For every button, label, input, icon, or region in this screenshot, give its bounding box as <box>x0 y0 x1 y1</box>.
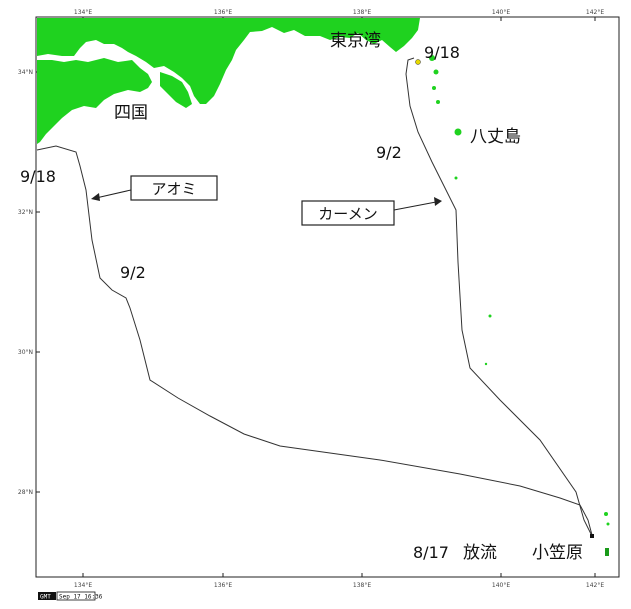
ogasawara-island <box>605 548 609 556</box>
track-aomi <box>36 145 593 536</box>
island <box>454 176 458 180</box>
hachijojima-label: 八丈島 <box>470 127 521 147</box>
left-tick-labels: 34°N 32°N 30°N 28°N <box>18 69 33 496</box>
carmen-date-start: 9/18 <box>424 43 460 62</box>
top-tick-label: 134°E <box>74 9 92 16</box>
shikoku-label: 四国 <box>114 103 148 123</box>
left-tick-label: 30°N <box>18 349 33 356</box>
tokyo-bay-marker <box>415 59 421 65</box>
release-text: 放流 <box>463 543 497 563</box>
shikoku-landmass <box>37 58 152 144</box>
island <box>433 69 439 75</box>
island <box>604 512 608 516</box>
land-masses <box>37 18 610 556</box>
bottom-tick-label: 140°E <box>492 582 510 589</box>
aomi-callout: アオミ <box>91 175 218 201</box>
carmen-label: カーメン <box>318 205 377 223</box>
left-tick-label: 34°N <box>18 69 33 76</box>
gmt-stamp: GMT Sep 17 16:36 <box>38 591 103 601</box>
kii-landmass <box>160 72 192 108</box>
island <box>488 314 492 318</box>
map-frame <box>35 16 620 578</box>
carmen-date-mid: 9/2 <box>376 143 402 162</box>
track-carmen <box>405 57 593 537</box>
top-tick-labels: 134°E 136°E 138°E 140°E 142°E <box>74 9 604 16</box>
aomi-label: アオミ <box>151 180 196 198</box>
honshu-landmass <box>37 18 420 104</box>
bottom-tick-labels: 134°E 136°E 138°E 140°E 142°E <box>74 582 604 589</box>
top-tick-label: 136°E <box>214 9 232 16</box>
top-tick-label: 140°E <box>492 9 510 16</box>
carmen-callout: カーメン <box>301 197 442 226</box>
gmt-stamp-time: Sep 17 16:36 <box>59 594 103 601</box>
bottom-tick-label: 134°E <box>74 582 92 589</box>
island <box>429 55 435 61</box>
aomi-date-start: 9/18 <box>20 167 56 186</box>
bottom-tick-label: 136°E <box>214 582 232 589</box>
left-tick-label: 28°N <box>18 489 33 496</box>
island <box>606 522 610 526</box>
hachijojima-island <box>454 128 462 136</box>
release-point-marker <box>590 534 594 538</box>
release-date: 8/17 <box>413 543 449 562</box>
top-tick-label: 142°E <box>586 9 604 16</box>
bottom-tick-label: 138°E <box>353 582 371 589</box>
aomi-date-mid: 9/2 <box>120 263 146 282</box>
top-tick-label: 138°E <box>353 9 371 16</box>
island <box>436 100 440 104</box>
bottom-tick-label: 142°E <box>586 582 604 589</box>
island <box>484 362 488 366</box>
island <box>432 86 436 90</box>
gmt-stamp-label: GMT <box>40 594 51 601</box>
ogasawara-label: 小笠原 <box>532 543 583 563</box>
left-tick-label: 32°N <box>18 209 33 216</box>
tokyo-bay-label: 東京湾 <box>330 31 381 51</box>
